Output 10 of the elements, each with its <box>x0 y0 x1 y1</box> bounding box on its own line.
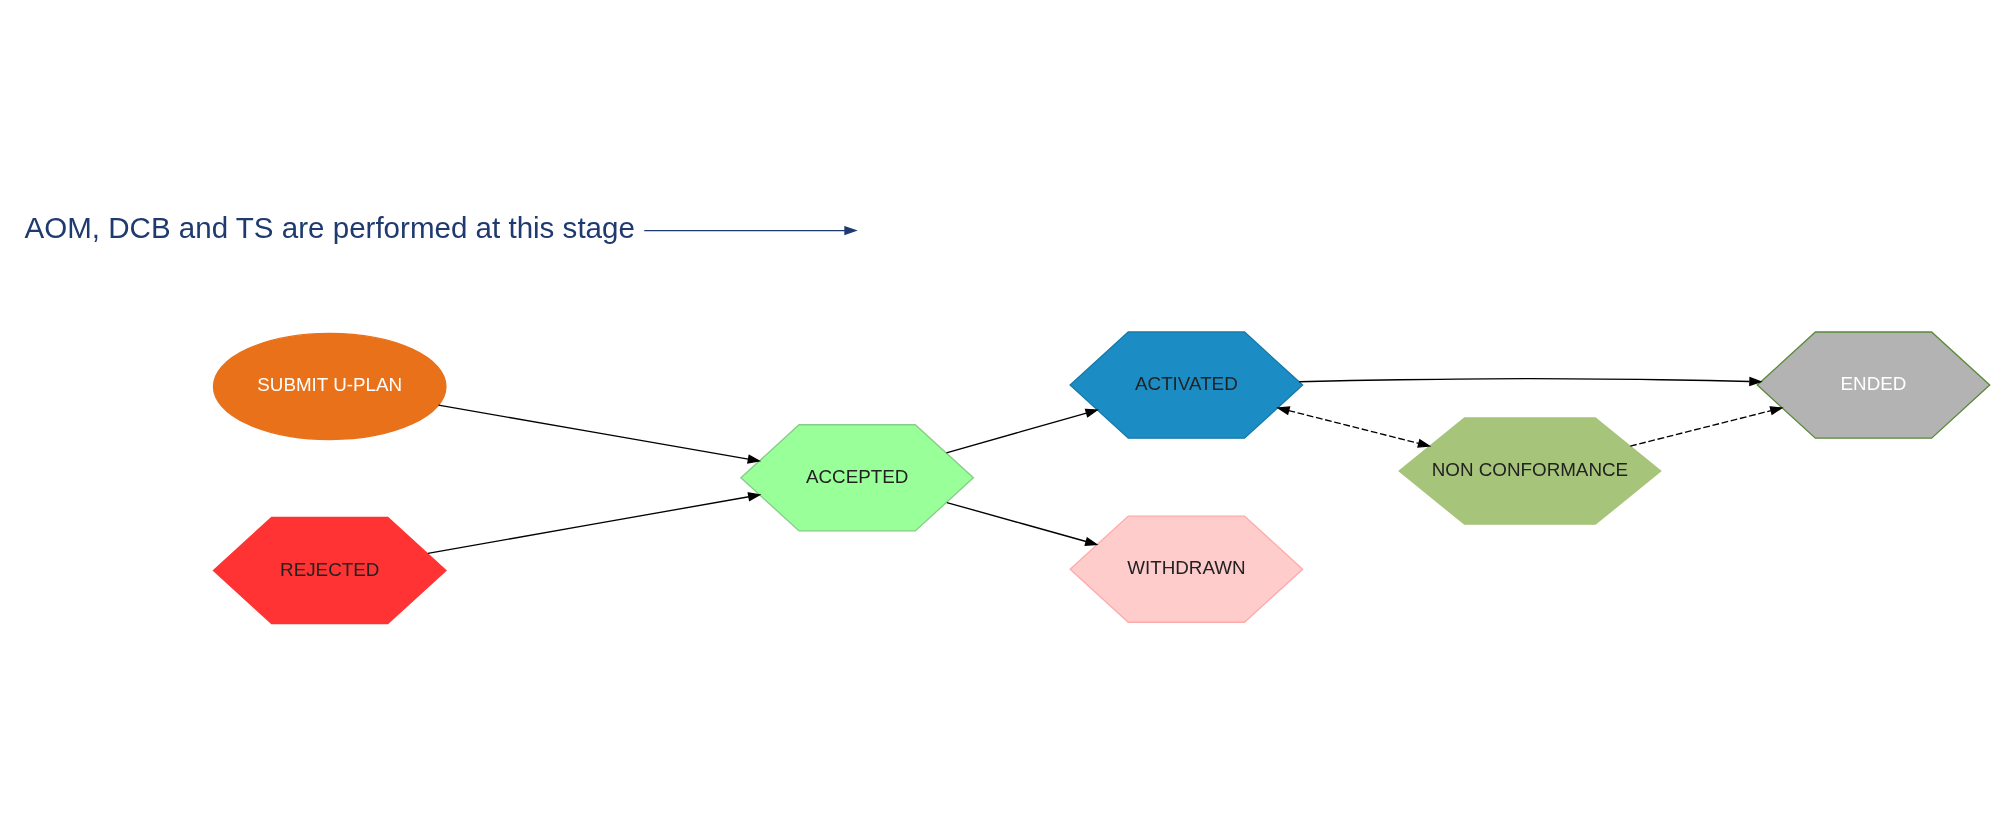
arrow <box>643 225 858 235</box>
arrow <box>427 491 762 554</box>
node-text: AOM, DCB and TS are performed at this stage <box>24 210 635 244</box>
arrow <box>946 501 1099 546</box>
arrow <box>1276 405 1432 448</box>
arrow <box>1629 405 1784 447</box>
arrow <box>1298 376 1763 386</box>
arrow <box>437 403 762 464</box>
arrow <box>945 408 1099 454</box>
node-ellipse: SUBMIT U-PLAN <box>212 332 447 440</box>
